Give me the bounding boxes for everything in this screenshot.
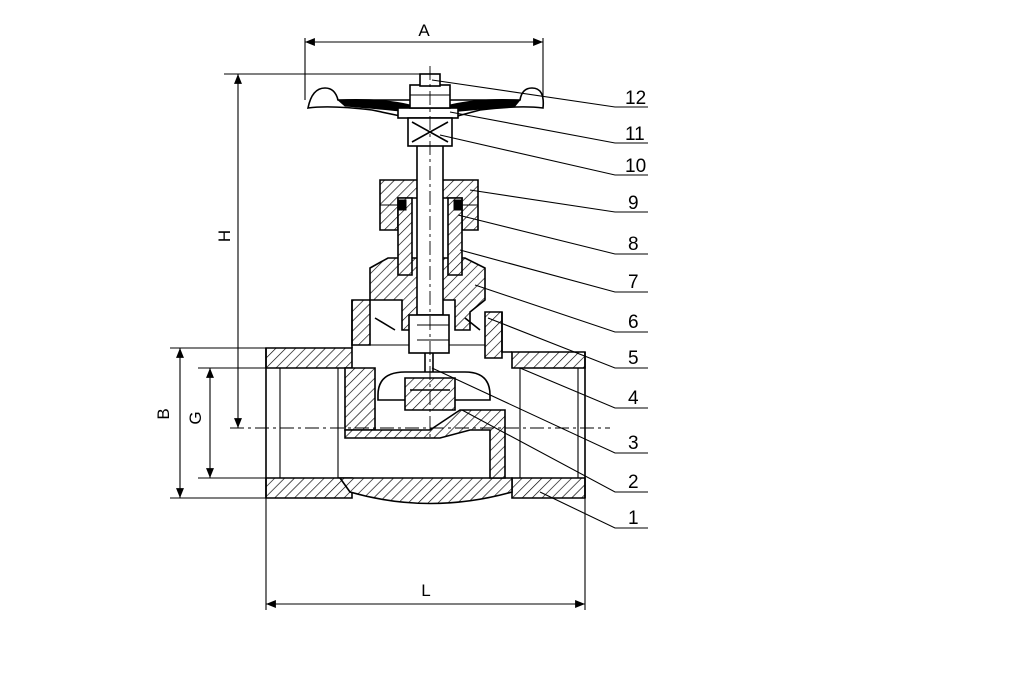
valve-body [265, 299, 586, 505]
part-label-5: 5 [628, 348, 639, 369]
dimension-L: L [265, 498, 586, 610]
stem [408, 139, 450, 372]
center-lines [230, 66, 610, 438]
dimension-label-B: B [154, 408, 173, 419]
dimension-G: G [186, 367, 280, 479]
dimension-B: B [154, 347, 266, 499]
part-label-3: 3 [628, 433, 639, 454]
part-label-12: 12 [625, 88, 646, 109]
part-label-7: 7 [628, 272, 639, 293]
dimension-A: A [304, 21, 544, 100]
dimension-label-A: A [418, 21, 430, 40]
dimension-H: H [215, 73, 420, 428]
part-label-4: 4 [628, 388, 639, 409]
part-callouts: 12 11 10 9 8 7 6 5 4 3 2 1 [431, 79, 648, 529]
dimension-label-G: G [186, 411, 205, 424]
part-label-8: 8 [628, 234, 639, 255]
valve-disc [377, 371, 491, 411]
dimension-label-L: L [421, 581, 430, 600]
dimension-label-H: H [215, 230, 234, 242]
part-label-1: 1 [628, 508, 639, 529]
part-label-2: 2 [628, 472, 639, 493]
part-label-11: 11 [625, 124, 645, 145]
part-label-9: 9 [628, 193, 639, 214]
gland-nut [379, 179, 479, 276]
part-label-10: 10 [625, 156, 646, 177]
handwheel [306, 73, 545, 147]
part-label-6: 6 [628, 312, 639, 333]
